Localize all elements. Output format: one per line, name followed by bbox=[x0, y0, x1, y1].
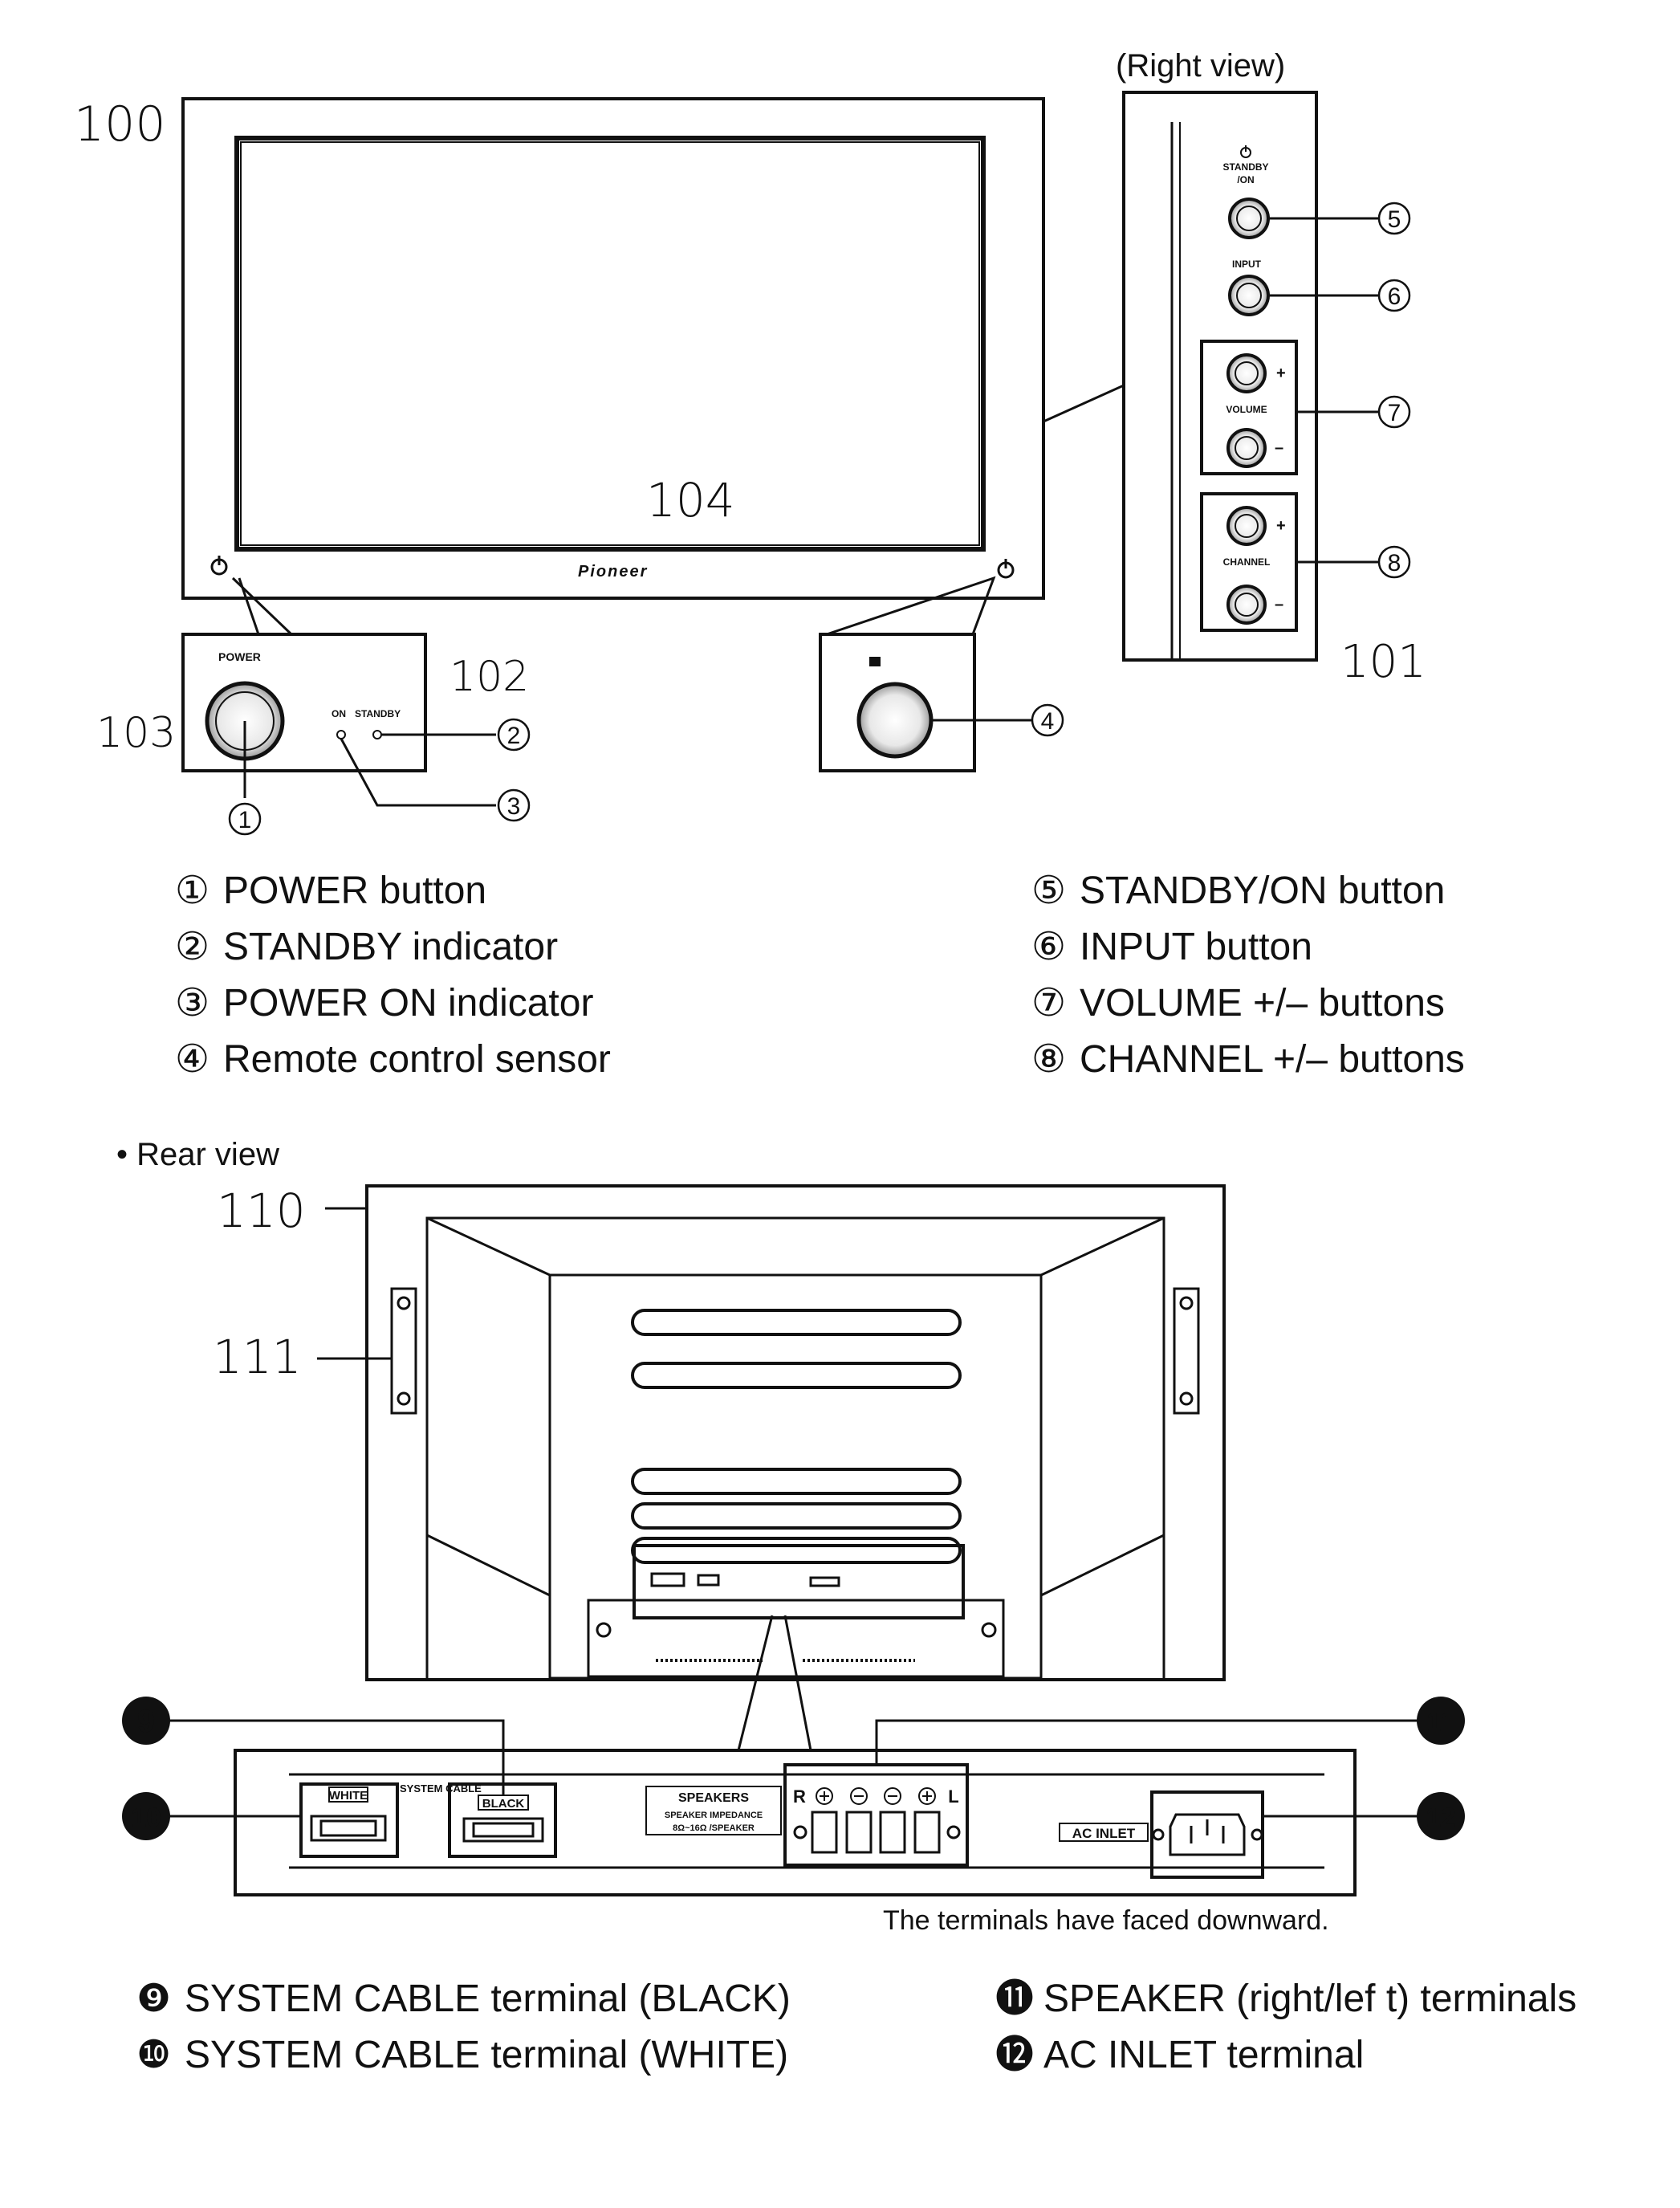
rear-callouts: 9 10 11 12 bbox=[122, 1697, 1465, 1840]
mounting-bracket-left bbox=[390, 1287, 417, 1415]
ref-label-111: 111 bbox=[213, 1330, 302, 1384]
channel-minus-sign: – bbox=[1275, 596, 1283, 613]
monitor-screen bbox=[234, 136, 986, 552]
volume-group bbox=[1200, 340, 1298, 475]
rear-chassis bbox=[365, 1184, 1226, 1681]
ac-inlet-label: AC INLET bbox=[1072, 1826, 1136, 1841]
front-monitor bbox=[181, 97, 1045, 600]
rear-terminal-housing bbox=[587, 1544, 1005, 1678]
speaker-right-label: R bbox=[793, 1786, 806, 1807]
svg-text:4: 4 bbox=[1041, 708, 1055, 735]
callout-5: 5 bbox=[1377, 202, 1411, 235]
svg-text:8: 8 bbox=[1388, 550, 1401, 576]
callout-12: 12 bbox=[1417, 1792, 1465, 1840]
channel-plus-sign: + bbox=[1276, 517, 1286, 535]
ref-label-102: 102 bbox=[449, 653, 529, 701]
callout-6: 6 bbox=[1377, 279, 1411, 312]
speaker-impedance-label-1: SPEAKER IMPEDANCE bbox=[665, 1811, 763, 1820]
svg-text:12: 12 bbox=[1426, 1803, 1456, 1833]
svg-text:11: 11 bbox=[1426, 1707, 1455, 1737]
remote-sensor-window bbox=[856, 682, 934, 759]
svg-text:7: 7 bbox=[1388, 400, 1401, 426]
ac-inlet-socket bbox=[1150, 1790, 1264, 1879]
callout-7: 7 bbox=[1377, 395, 1411, 429]
mounting-bracket-right bbox=[1173, 1287, 1200, 1415]
svg-text:1: 1 bbox=[238, 807, 252, 833]
ref-label-100: 100 bbox=[74, 96, 166, 153]
power-detail-panel bbox=[181, 633, 427, 772]
on-indicator-label: ON bbox=[332, 708, 346, 719]
volume-label: VOLUME bbox=[1226, 404, 1267, 415]
callout-4: 4 bbox=[1031, 703, 1064, 737]
callout-1: 1 bbox=[228, 802, 262, 836]
callout-8: 8 bbox=[1377, 545, 1411, 579]
bezel-power-symbol-left-icon bbox=[210, 556, 228, 576]
svg-text:9: 9 bbox=[137, 1704, 155, 1739]
bezel-power-symbol-right-icon bbox=[997, 559, 1015, 579]
svg-text:10: 10 bbox=[131, 1803, 161, 1833]
input-button[interactable] bbox=[1228, 275, 1270, 316]
white-terminal-label: WHITE bbox=[329, 1789, 368, 1803]
volume-minus-sign: – bbox=[1275, 439, 1283, 457]
channel-up-button[interactable] bbox=[1226, 506, 1267, 546]
volume-plus-sign: + bbox=[1276, 365, 1286, 382]
standby-on-button[interactable] bbox=[1228, 198, 1270, 239]
svg-text:2: 2 bbox=[507, 723, 521, 749]
volume-down-button[interactable] bbox=[1226, 428, 1267, 468]
brand-logo: Pioneer bbox=[578, 563, 648, 581]
vent-slots bbox=[631, 1309, 962, 1564]
sensor-detail-panel bbox=[819, 633, 976, 772]
right-view-title: (Right view) bbox=[1116, 48, 1285, 84]
callout-3: 3 bbox=[497, 788, 531, 822]
monitor-bezel bbox=[181, 97, 1045, 600]
standby-indicator bbox=[372, 730, 382, 739]
volume-up-button[interactable] bbox=[1226, 353, 1267, 393]
terminal-strip bbox=[234, 1749, 1357, 1896]
svg-text:5: 5 bbox=[1388, 206, 1401, 233]
power-on-indicator bbox=[336, 730, 346, 739]
speaker-terminals bbox=[783, 1763, 969, 1867]
front-callouts: 1 2 3 4 5 6 7 8 bbox=[228, 202, 1411, 836]
input-label: INPUT bbox=[1232, 259, 1262, 270]
standby-indicator-label: STANDBY bbox=[355, 708, 401, 719]
right-view-panel bbox=[1122, 91, 1318, 662]
terminals-orientation-note: The terminals have faced downward. bbox=[883, 1905, 1329, 1936]
standby-on-label-2: /ON bbox=[1237, 174, 1254, 185]
callout-11: 11 bbox=[1417, 1697, 1465, 1745]
svg-text:3: 3 bbox=[507, 793, 521, 820]
speaker-impedance-label-2: 8Ω~16Ω /SPEAKER bbox=[673, 1823, 755, 1833]
callout-2: 2 bbox=[497, 718, 531, 752]
system-cable-white-terminal bbox=[299, 1782, 399, 1858]
ref-label-103: 103 bbox=[96, 709, 176, 757]
channel-label: CHANNEL bbox=[1223, 556, 1271, 568]
standby-on-label-1: STANDBY bbox=[1222, 161, 1268, 173]
speaker-left-label: L bbox=[948, 1786, 958, 1807]
ref-label-101: 101 bbox=[1340, 636, 1426, 688]
ref-label-104: 104 bbox=[646, 473, 735, 528]
standby-on-symbol-icon bbox=[1240, 145, 1251, 158]
svg-text:6: 6 bbox=[1388, 283, 1401, 310]
channel-down-button[interactable] bbox=[1226, 585, 1267, 625]
callout-10: 10 bbox=[122, 1792, 170, 1840]
rear-view-heading: • Rear view bbox=[116, 1137, 279, 1172]
callout-9: 9 bbox=[122, 1697, 170, 1745]
black-terminal-label: BLACK bbox=[482, 1797, 525, 1811]
speakers-label: SPEAKERS bbox=[678, 1791, 749, 1805]
power-panel-label: POWER bbox=[218, 650, 261, 663]
ref-label-110: 110 bbox=[217, 1183, 306, 1238]
